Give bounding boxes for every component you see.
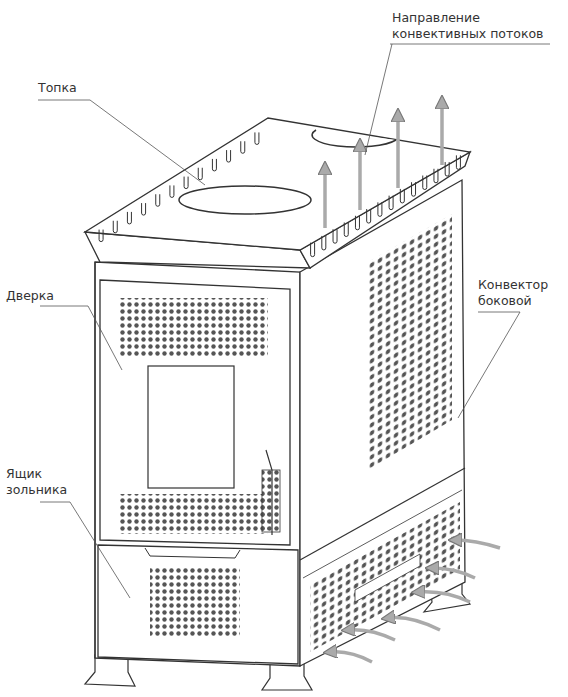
convection-arrows (325, 102, 442, 228)
lower-perforation (310, 502, 460, 652)
intake-arrows (330, 540, 500, 662)
ash-drawer (98, 545, 298, 664)
side-convector-label: Конвектор боковой (478, 277, 564, 308)
convection-label: Направление конвективных потоков (392, 10, 562, 41)
door-label: Дверка (6, 288, 86, 304)
top-plate (85, 118, 470, 250)
leader-lines (38, 44, 550, 598)
door (100, 280, 290, 545)
side-perforation (368, 214, 452, 470)
front-face (95, 262, 300, 666)
furnace-label: Топка (38, 80, 118, 96)
flue-opening (312, 130, 396, 147)
ash-drawer-label: Ящик зольника (6, 466, 86, 497)
vent-slots (99, 132, 460, 256)
hob-ring (179, 186, 311, 214)
